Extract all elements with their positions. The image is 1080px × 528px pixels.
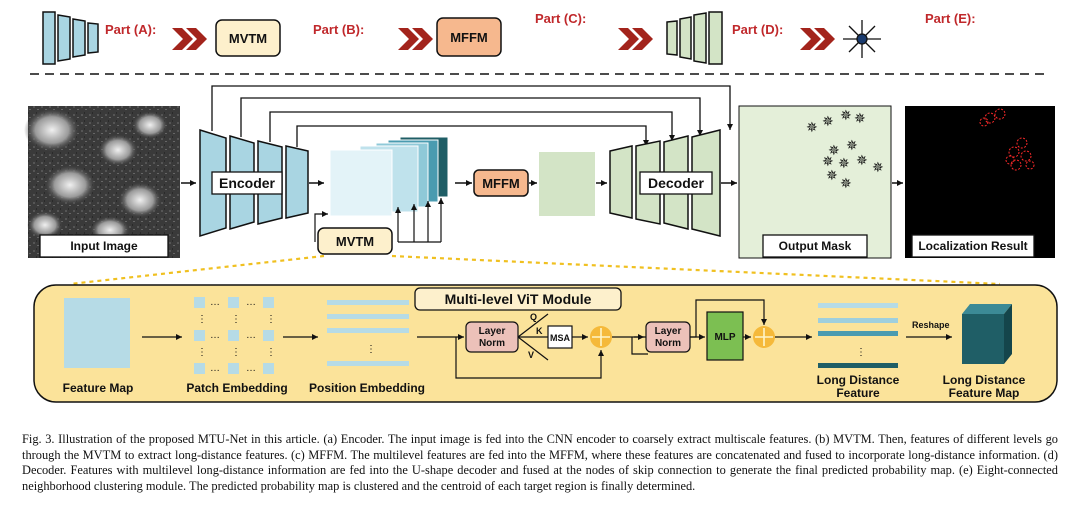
mlp-label: MLP	[714, 332, 735, 343]
long-distance-feature-line2: Feature	[836, 386, 880, 400]
svg-text:✵: ✵	[846, 138, 858, 154]
svg-text:⋮: ⋮	[197, 314, 207, 325]
figure-caption-text: Fig. 3. Illustration of the proposed MTU…	[22, 432, 1058, 493]
long-distance-feature-bars	[818, 303, 898, 368]
part-b-label: Part (B):	[313, 22, 364, 37]
figure-caption: Fig. 3. Illustration of the proposed MTU…	[22, 432, 1058, 494]
svg-text:⋮: ⋮	[231, 314, 241, 325]
mffm-block	[473, 169, 529, 197]
layer-norm-1-line2: Norm	[479, 338, 505, 349]
legend-mffm-label: MFFM	[450, 30, 488, 45]
svg-text:⋮: ⋮	[266, 314, 276, 325]
legend-mffm-box	[436, 17, 502, 57]
figure-diagram: Part (A): MVTM Part (B): MFFM Part (C): …	[24, 11, 1058, 403]
svg-text:…: …	[210, 297, 220, 308]
chevron-arrow-icon	[398, 28, 433, 50]
position-embedding-label: Position Embedding	[309, 381, 425, 395]
svg-text:✵: ✵	[828, 143, 840, 159]
k-label: K	[536, 326, 543, 336]
part-c-label: Part (C):	[535, 11, 586, 26]
svg-text:⋮: ⋮	[266, 347, 276, 358]
long-distance-feature-map-line1: Long Distance	[943, 373, 1026, 387]
localization-result-label: Localization Result	[918, 239, 1027, 253]
svg-text:✵: ✵	[826, 168, 838, 184]
svg-text:✵: ✵	[822, 154, 834, 170]
q-label: Q	[530, 312, 537, 322]
chevron-arrow-icon	[172, 28, 207, 50]
layer-norm-2-line1: Layer	[655, 326, 682, 337]
patch-embedding-label: Patch Embedding	[186, 381, 287, 395]
mlp-block	[706, 311, 744, 361]
svg-text:…: …	[246, 363, 256, 374]
input-image-label: Input Image	[70, 239, 138, 253]
feature-stack	[329, 136, 449, 217]
v-label: V	[528, 350, 534, 360]
svg-text:✵: ✵	[838, 156, 850, 172]
feature-map-label: Feature Map	[63, 381, 134, 395]
svg-text:✵: ✵	[840, 108, 852, 124]
encoder-label: Encoder	[219, 175, 276, 191]
output-mask-label: Output Mask	[779, 239, 852, 253]
fused-feature	[539, 152, 595, 216]
plus-circle-icon	[590, 326, 612, 348]
svg-text:✵: ✵	[822, 114, 834, 130]
svg-text:✵: ✵	[840, 176, 852, 192]
part-d-label: Part (D):	[732, 22, 783, 37]
plus-circle-icon	[753, 326, 775, 348]
svg-text:✵: ✵	[806, 120, 818, 136]
vit-title: Multi-level ViT Module	[445, 291, 592, 307]
svg-text:⋮: ⋮	[366, 344, 376, 355]
skip-connections	[211, 85, 733, 147]
long-distance-feature-line1: Long Distance	[817, 373, 900, 387]
svg-text:✵: ✵	[854, 111, 866, 127]
input-image: Input Image	[24, 106, 180, 258]
encoder-block-icon	[42, 11, 99, 65]
long-distance-feature-map-line2: Feature Map	[949, 386, 1020, 400]
pipeline: Input Image Encoder	[24, 85, 1055, 286]
mvtm-label: MVTM	[336, 234, 374, 249]
mvtm-block	[317, 227, 393, 255]
localization-result: Localization Result	[905, 106, 1055, 258]
output-mask: ✵✵✵✵ ✵✵✵ ✵✵✵ ✵✵ Output Mask	[738, 105, 892, 259]
patch-embedding-grid	[194, 297, 274, 374]
svg-text:⋮: ⋮	[856, 347, 866, 358]
legend-row: Part (A): MVTM Part (B): MFFM Part (C): …	[42, 11, 976, 65]
layer-norm-2-line2: Norm	[655, 338, 681, 349]
position-embedding-bars	[327, 300, 409, 366]
msa-label: MSA	[550, 333, 571, 343]
svg-text:⋮: ⋮	[231, 347, 241, 358]
svg-text:✵: ✵	[856, 153, 868, 169]
svg-text:✵: ✵	[872, 160, 884, 176]
feature-map-square	[64, 298, 130, 368]
svg-text:…: …	[246, 330, 256, 341]
svg-text:…: …	[246, 297, 256, 308]
vit-module: Multi-level ViT Module Feature Map … … … ……	[33, 284, 1058, 403]
legend-mvtm-box	[215, 19, 281, 57]
decoder-block-icon	[666, 11, 723, 65]
cube-icon	[962, 304, 1012, 364]
svg-text:…: …	[210, 330, 220, 341]
part-a-label: Part (A):	[105, 22, 156, 37]
legend-mvtm-label: MVTM	[229, 31, 267, 46]
mffm-label: MFFM	[482, 176, 520, 191]
decoder-label: Decoder	[648, 175, 705, 191]
svg-text:⋮: ⋮	[197, 347, 207, 358]
svg-text:…: …	[210, 363, 220, 374]
cluster-star-icon	[843, 20, 881, 58]
part-e-label: Part (E):	[925, 11, 976, 26]
encoder-label-box	[211, 171, 283, 195]
layer-norm-1-line1: Layer	[479, 326, 506, 337]
chevron-arrow-icon	[618, 28, 653, 50]
reshape-label: Reshape	[912, 320, 950, 330]
chevron-arrow-icon	[800, 28, 835, 50]
decoder-label-box	[639, 171, 713, 195]
